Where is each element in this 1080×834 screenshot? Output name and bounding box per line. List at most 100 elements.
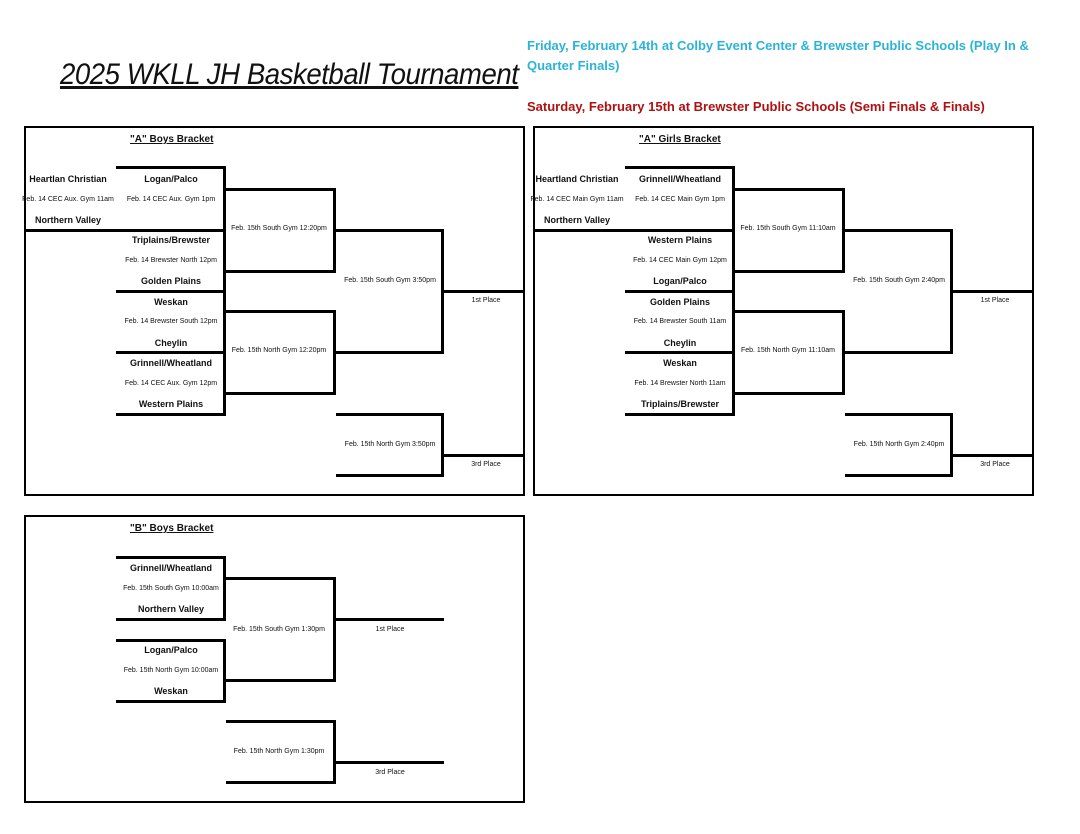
bracket-line: [441, 229, 444, 354]
bracket-line: [116, 290, 226, 293]
bracket-line: [336, 229, 444, 232]
bracket-line: [226, 392, 336, 395]
bracket-line: [625, 229, 735, 232]
team-name: Northern Valley: [543, 215, 611, 225]
place-label: 3rd Place: [375, 769, 405, 776]
team-name: Logan/Palco: [653, 276, 707, 286]
team-name: Northern Valley: [137, 604, 205, 614]
place-label: 1st Place: [375, 626, 405, 633]
bracket-line: [226, 188, 336, 191]
game-info: Feb. 15th South Gym 3:50pm: [344, 277, 436, 284]
bracket-line: [842, 310, 845, 395]
bracket-line: [226, 270, 336, 273]
game-info: Feb. 14 CEC Main Gym 1pm: [635, 196, 725, 203]
bracket-line: [625, 413, 735, 416]
place-label: 1st Place: [980, 297, 1010, 304]
bracket-line: [842, 188, 845, 273]
bracket-line: [441, 413, 444, 477]
bracket-line: [223, 166, 226, 232]
bracket-line: [950, 413, 953, 477]
team-name: Grinnell/Wheatland: [129, 563, 212, 573]
bracket-line: [845, 351, 953, 354]
bracket-line: [223, 229, 226, 293]
team-name: Grinnell/Wheatland: [638, 174, 721, 184]
bracket-line: [735, 392, 845, 395]
page-title: 2025 WKLL JH Basketball Tournament: [60, 58, 519, 91]
bracket-line: [223, 290, 226, 354]
team-name: Weskan: [154, 686, 188, 696]
bracket-line: [116, 618, 226, 621]
bracket-line: [116, 700, 226, 703]
game-info: Feb. 15th North Gym 11:10am: [740, 347, 836, 354]
bracket-line: [732, 290, 735, 354]
bracket-line: [226, 577, 336, 580]
game-info: Feb. 15th South Gym 10:00am: [123, 585, 219, 592]
game-info: Feb. 14 CEC Main Gym 11am: [530, 196, 624, 203]
game-info: Feb. 14 CEC Main Gym 12pm: [633, 257, 727, 264]
bracket-line: [845, 229, 953, 232]
bracket-line: [336, 761, 444, 764]
bracket-line: [116, 556, 226, 559]
bracket-line: [336, 618, 444, 621]
bracket-line: [735, 188, 845, 191]
bracket-line: [333, 310, 336, 395]
bracket-line: [223, 556, 226, 621]
game-info: Feb. 14 Brewster North 11am: [634, 380, 726, 387]
friday-note: Friday, February 14th at Colby Event Cen…: [527, 38, 1029, 73]
game-info: Feb. 15th North Gym 3:50pm: [344, 441, 436, 448]
team-name: Triplains/Brewster: [131, 235, 211, 245]
bracket-line: [444, 290, 524, 293]
bracket-line: [226, 310, 336, 313]
place-label: 3rd Place: [980, 461, 1010, 468]
team-name: Cheylin: [663, 338, 697, 348]
game-info: Feb. 15th South Gym 12:20pm: [231, 225, 327, 232]
game-info: Feb. 15th South Gym 1:30pm: [233, 626, 325, 633]
bracket-line: [845, 413, 953, 416]
bracket-line: [226, 720, 336, 723]
bracket-title: "B" Boys Bracket: [130, 523, 214, 534]
bracket-line: [735, 310, 845, 313]
bracket-line: [845, 474, 953, 477]
bracket-line: [625, 166, 735, 169]
game-info: Feb. 14 CEC Aux. Gym 1pm: [126, 196, 216, 203]
team-name: Grinnell/Wheatland: [129, 358, 212, 368]
bracket-line: [735, 270, 845, 273]
game-info: Feb. 14 CEC Aux. Gym 12pm: [124, 380, 218, 387]
team-name: Logan/Palco: [144, 174, 198, 184]
team-name: Triplains/Brewster: [640, 399, 720, 409]
game-info: Feb. 15th North Gym 1:30pm: [233, 748, 325, 755]
place-label: 3rd Place: [471, 461, 501, 468]
team-name: Heartland Christian: [535, 174, 619, 184]
bracket-line: [116, 229, 226, 232]
game-info: Feb. 14 CEC Aux. Gym 11am: [22, 196, 114, 203]
bracket-line: [535, 229, 625, 232]
game-info: Feb. 14 Brewster South 12pm: [124, 318, 218, 325]
game-info: Feb. 14 Brewster South 11am: [633, 318, 727, 325]
bracket-line: [953, 454, 1033, 457]
bracket-line: [625, 290, 735, 293]
bracket-line: [625, 351, 735, 354]
bracket-line: [336, 413, 444, 416]
saturday-note: Saturday, February 15th at Brewster Publ…: [527, 99, 985, 114]
bracket-line: [116, 639, 226, 642]
bracket-line: [336, 351, 444, 354]
bracket-title: "A" Boys Bracket: [130, 134, 214, 145]
bracket-line: [333, 188, 336, 273]
bracket-line: [333, 720, 336, 784]
bracket-line: [732, 229, 735, 293]
bracket-line: [26, 229, 116, 232]
bracket-line: [953, 290, 1033, 293]
bracket-line: [116, 166, 226, 169]
team-name: Logan/Palco: [144, 645, 198, 655]
game-info: Feb. 15th North Gym 10:00am: [123, 667, 219, 674]
team-name: Golden Plains: [140, 276, 201, 286]
team-name: Western Plains: [138, 399, 204, 409]
team-name: Northern Valley: [34, 215, 102, 225]
bracket-line: [336, 474, 444, 477]
game-info: Feb. 15th North Gym 12:20pm: [231, 347, 327, 354]
bracket-line: [732, 351, 735, 416]
game-info: Feb. 14 Brewster North 12pm: [125, 257, 217, 264]
